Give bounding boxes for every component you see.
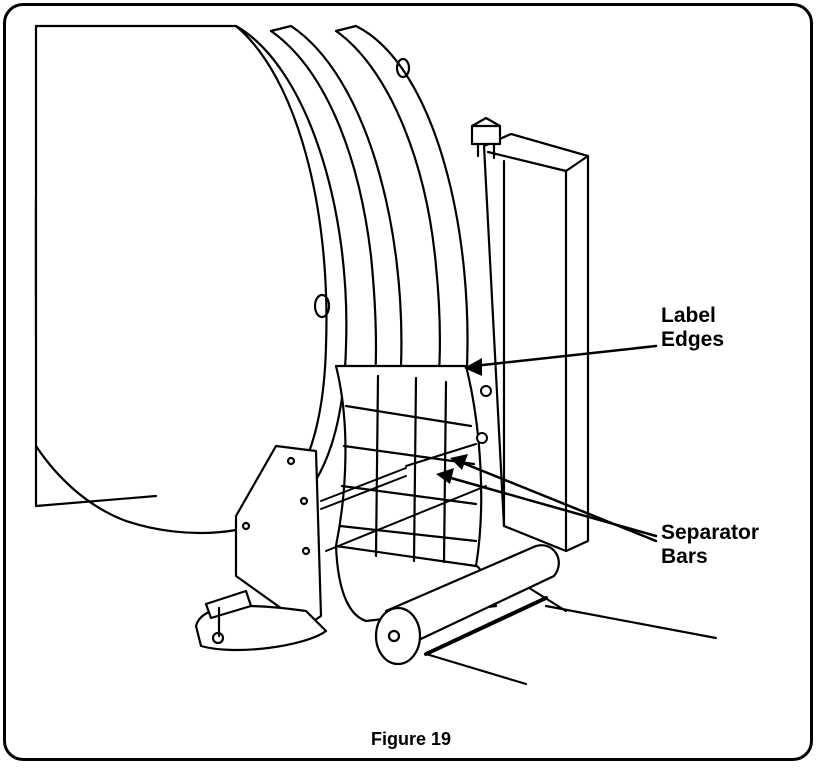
housing-box [470,116,590,553]
callout-arrows [436,344,658,543]
bracket [194,444,328,652]
label-edges-line1: Label [661,304,716,327]
separator-bars-line2: Bars [661,545,708,568]
label-edges-line2: Edges [661,328,725,351]
figure-caption: Figure 19 [370,729,452,749]
label-edges-callout: Label Edges [661,304,724,352]
front-roller [374,544,560,666]
separator-bars-callout: Separator Bars [661,521,759,569]
separator-bars [320,385,492,552]
label-roll-illustration [34,24,718,686]
separator-bars-line1: Separator [661,521,760,544]
figure-frame: Label Edges Separator Bars Figure 19 [3,3,813,761]
